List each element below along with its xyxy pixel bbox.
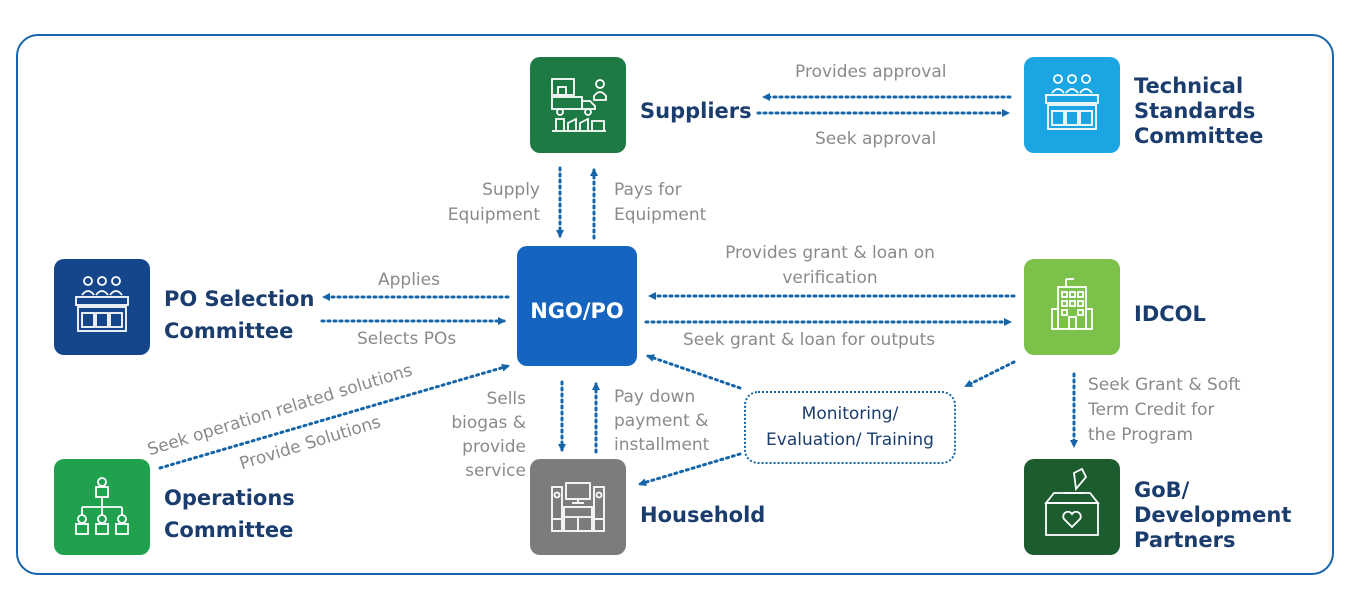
suppliers-label: Suppliers	[640, 99, 752, 123]
edge-label-pay-down: Pay down payment & installment	[614, 387, 710, 455]
edge-label-supply-equipment: Supply Equipment	[447, 180, 540, 225]
operations-node	[54, 459, 150, 555]
edge-label-provides-grant: Provides grant & loan on verification	[725, 243, 935, 288]
household-node	[530, 459, 626, 555]
suppliers-node	[530, 57, 626, 153]
monitoring-box: Monitoring/ Evaluation/ Training	[744, 391, 956, 464]
committee-table-icon	[54, 259, 150, 355]
gob-label: GoB/ Development Partners	[1134, 478, 1292, 552]
edge-label-sells-biogas: Sells biogas & provide service	[451, 389, 526, 481]
po-selection-label: PO Selection Committee	[164, 287, 315, 343]
household-appliances-icon	[530, 459, 626, 555]
edge-label-seek-grant-loan: Seek grant & loan for outputs	[683, 330, 936, 350]
edge-label-seek-approval: Seek approval	[815, 129, 937, 149]
operations-label: Operations Committee	[164, 486, 295, 542]
edge-label-selects-pos: Selects POs	[357, 329, 457, 349]
office-building-icon	[1024, 259, 1120, 355]
arrow-monitoring-to-household	[638, 452, 742, 487]
ballot-box-heart-icon	[1024, 459, 1120, 555]
monitoring-label: Monitoring/ Evaluation/ Training	[766, 404, 934, 450]
edge-label-seek-grant-soft: Seek Grant & Soft Term Credit for the Pr…	[1088, 375, 1241, 445]
committee-table-icon	[1024, 57, 1120, 153]
edge-label-pays-for-equipment: Pays for Equipment	[614, 180, 707, 225]
technical-standards-label: Technical Standards Committee	[1134, 74, 1264, 148]
technical-standards-node	[1024, 57, 1120, 153]
household-label: Household	[640, 503, 766, 527]
arrow-seek-operation	[158, 363, 510, 470]
ngo-po-node: NGO/PO	[517, 246, 637, 366]
arrow-monitoring-to-ngo	[646, 354, 742, 390]
org-chart-icon	[54, 459, 150, 555]
idcol-label: IDCOL	[1134, 302, 1206, 326]
gob-node	[1024, 459, 1120, 555]
edge-label-applies: Applies	[378, 270, 440, 290]
idcol-node	[1024, 259, 1120, 355]
arrow-idcol-to-monitoring	[964, 360, 1016, 388]
diagram-frame	[16, 34, 1334, 575]
delivery-truck-factory-icon	[530, 57, 626, 153]
ngo-po-label: NGO/PO	[530, 299, 624, 323]
edge-label-provides-approval: Provides approval	[795, 62, 947, 82]
po-selection-node	[54, 259, 150, 355]
